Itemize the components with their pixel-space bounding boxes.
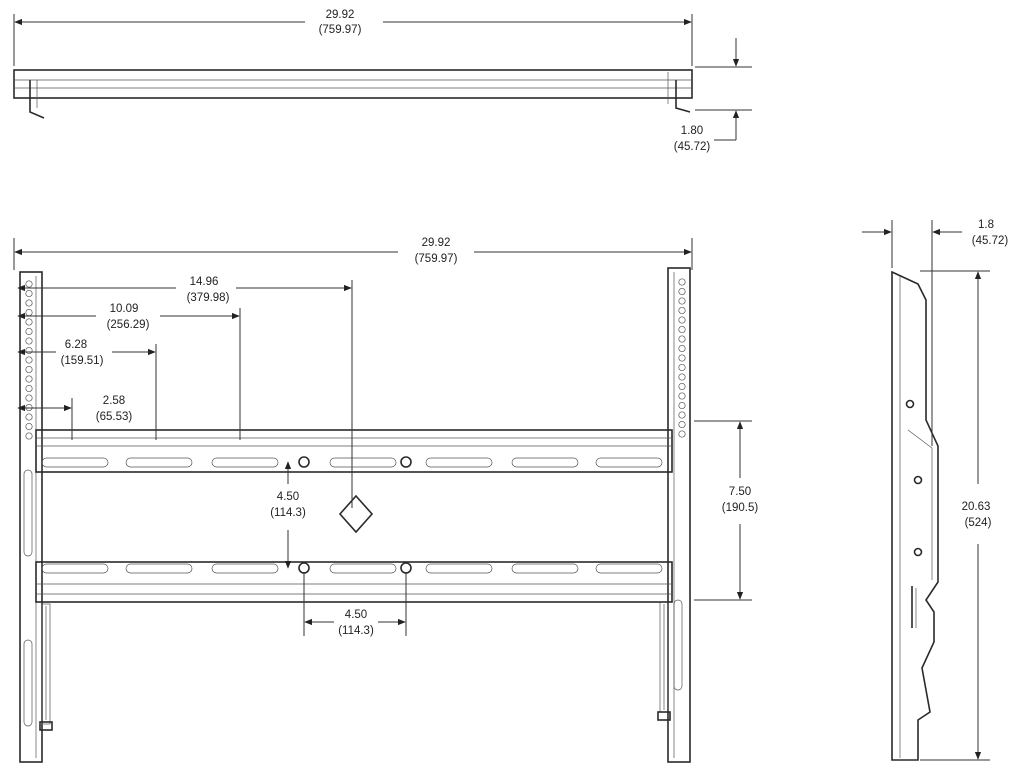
rail-slot <box>425 457 493 468</box>
horizontal-hole-spacing-mm: (114.3) <box>338 625 374 637</box>
offset-1009-mm: (256.29) <box>107 319 150 331</box>
mounting-hole <box>25 327 33 336</box>
mounting-hole <box>678 278 686 286</box>
vertical-hole-spacing-dimension: 4.50 (114.3) <box>270 461 306 569</box>
mounting-hole <box>678 325 686 334</box>
mounting-hole <box>678 411 686 419</box>
mounting-hole <box>25 384 33 393</box>
offset-258-mm: (65.53) <box>96 411 133 423</box>
right-upright <box>657 267 691 763</box>
mounting-hole <box>25 413 33 421</box>
rail-slot <box>595 457 663 468</box>
mounting-hole <box>678 344 686 353</box>
offset-258-dimension: 2.58 (65.53) <box>17 395 133 440</box>
side-height-inches: 20.63 <box>962 501 991 513</box>
rail-slot <box>125 457 193 468</box>
mounting-hole <box>678 287 686 296</box>
side-view: 1.8 (45.72) 20.63 (524) <box>862 219 1008 761</box>
rail-slot <box>511 457 579 468</box>
top-view: 29.92 (759.97) 1.80 (45.72) <box>13 6 752 153</box>
horizontal-hole-spacing-inches: 4.50 <box>345 609 367 621</box>
rail-slot <box>41 563 109 574</box>
center-diamond-marker <box>338 494 374 534</box>
mounting-hole <box>678 392 686 400</box>
vertical-hole-spacing-inches: 4.50 <box>277 491 299 503</box>
mounting-hole <box>678 335 686 343</box>
top-depth-inches: 1.80 <box>681 125 703 137</box>
rail-slot <box>329 457 397 468</box>
mounting-hole <box>25 346 33 355</box>
mounting-hole <box>25 299 33 307</box>
rail-slot <box>211 563 279 574</box>
mounting-hole <box>25 280 33 288</box>
rail-span-dimension: 7.50 (190.5) <box>694 420 759 601</box>
mounting-hole <box>678 306 686 315</box>
rail-slot <box>329 563 397 574</box>
mounting-hole <box>678 354 686 362</box>
side-depth-dimension: 1.8 (45.72) <box>862 219 1008 446</box>
mounting-hole <box>678 401 686 410</box>
mounting-hole <box>25 375 33 383</box>
upper-rail <box>35 429 673 473</box>
rail-span-mm: (190.5) <box>722 502 759 514</box>
mounting-hole <box>25 422 33 431</box>
rail-slot <box>425 563 493 574</box>
mounting-hole <box>678 420 686 429</box>
offset-1496-inches: 14.96 <box>190 276 219 288</box>
rail-slot <box>595 563 663 574</box>
front-view: 29.92 (759.97) <box>13 234 759 763</box>
top-width-dimension: 29.92 (759.97) <box>13 6 693 66</box>
mounting-hole <box>25 308 33 317</box>
top-depth-mm: (45.72) <box>674 141 711 153</box>
mounting-hole <box>25 365 33 374</box>
offset-1009-dimension: 10.09 (256.29) <box>17 303 241 440</box>
mounting-hole <box>678 297 686 305</box>
rail-slot <box>511 563 579 574</box>
side-depth-inches: 1.8 <box>978 219 994 231</box>
top-width-mm: (759.97) <box>319 24 362 36</box>
left-upright <box>19 271 53 763</box>
mounting-hole <box>25 337 33 345</box>
top-width-inches: 29.92 <box>326 9 355 21</box>
lower-rail <box>35 561 673 603</box>
top-view-bracket-outline <box>13 69 693 119</box>
offset-628-dimension: 6.28 (159.51) <box>17 339 157 440</box>
side-height-mm: (524) <box>965 517 992 529</box>
mounting-hole <box>25 356 33 364</box>
rail-span-inches: 7.50 <box>729 486 751 498</box>
front-width-mm: (759.97) <box>415 253 458 265</box>
mounting-hole <box>25 318 33 326</box>
side-height-dimension: 20.63 (524) <box>920 270 992 761</box>
offset-1009-inches: 10.09 <box>110 303 139 315</box>
offset-1496-dimension: 14.96 (379.98) <box>17 276 353 508</box>
offset-1496-mm: (379.98) <box>187 292 230 304</box>
mounting-hole <box>678 373 686 381</box>
mounting-hole <box>25 394 33 402</box>
mounting-hole <box>25 432 33 440</box>
vertical-hole-spacing-mm: (114.3) <box>270 507 306 519</box>
horizontal-hole-spacing-dimension: 4.50 (114.3) <box>303 572 407 637</box>
mounting-hole <box>678 363 686 372</box>
rail-slot <box>41 457 109 468</box>
offset-258-inches: 2.58 <box>103 395 125 407</box>
rail-slot <box>125 563 193 574</box>
mounting-hole <box>678 316 686 324</box>
mounting-hole <box>678 430 686 438</box>
front-width-inches: 29.92 <box>422 237 451 249</box>
side-depth-mm: (45.72) <box>972 235 1009 247</box>
rail-slot <box>211 457 279 468</box>
top-depth-dimension: 1.80 (45.72) <box>674 38 752 153</box>
offset-628-inches: 6.28 <box>65 339 87 351</box>
mounting-hole <box>678 382 686 391</box>
offset-628-mm: (159.51) <box>61 355 104 367</box>
front-width-dimension: 29.92 (759.97) <box>13 234 693 270</box>
mounting-hole <box>25 289 33 298</box>
side-profile-outline <box>891 270 939 761</box>
